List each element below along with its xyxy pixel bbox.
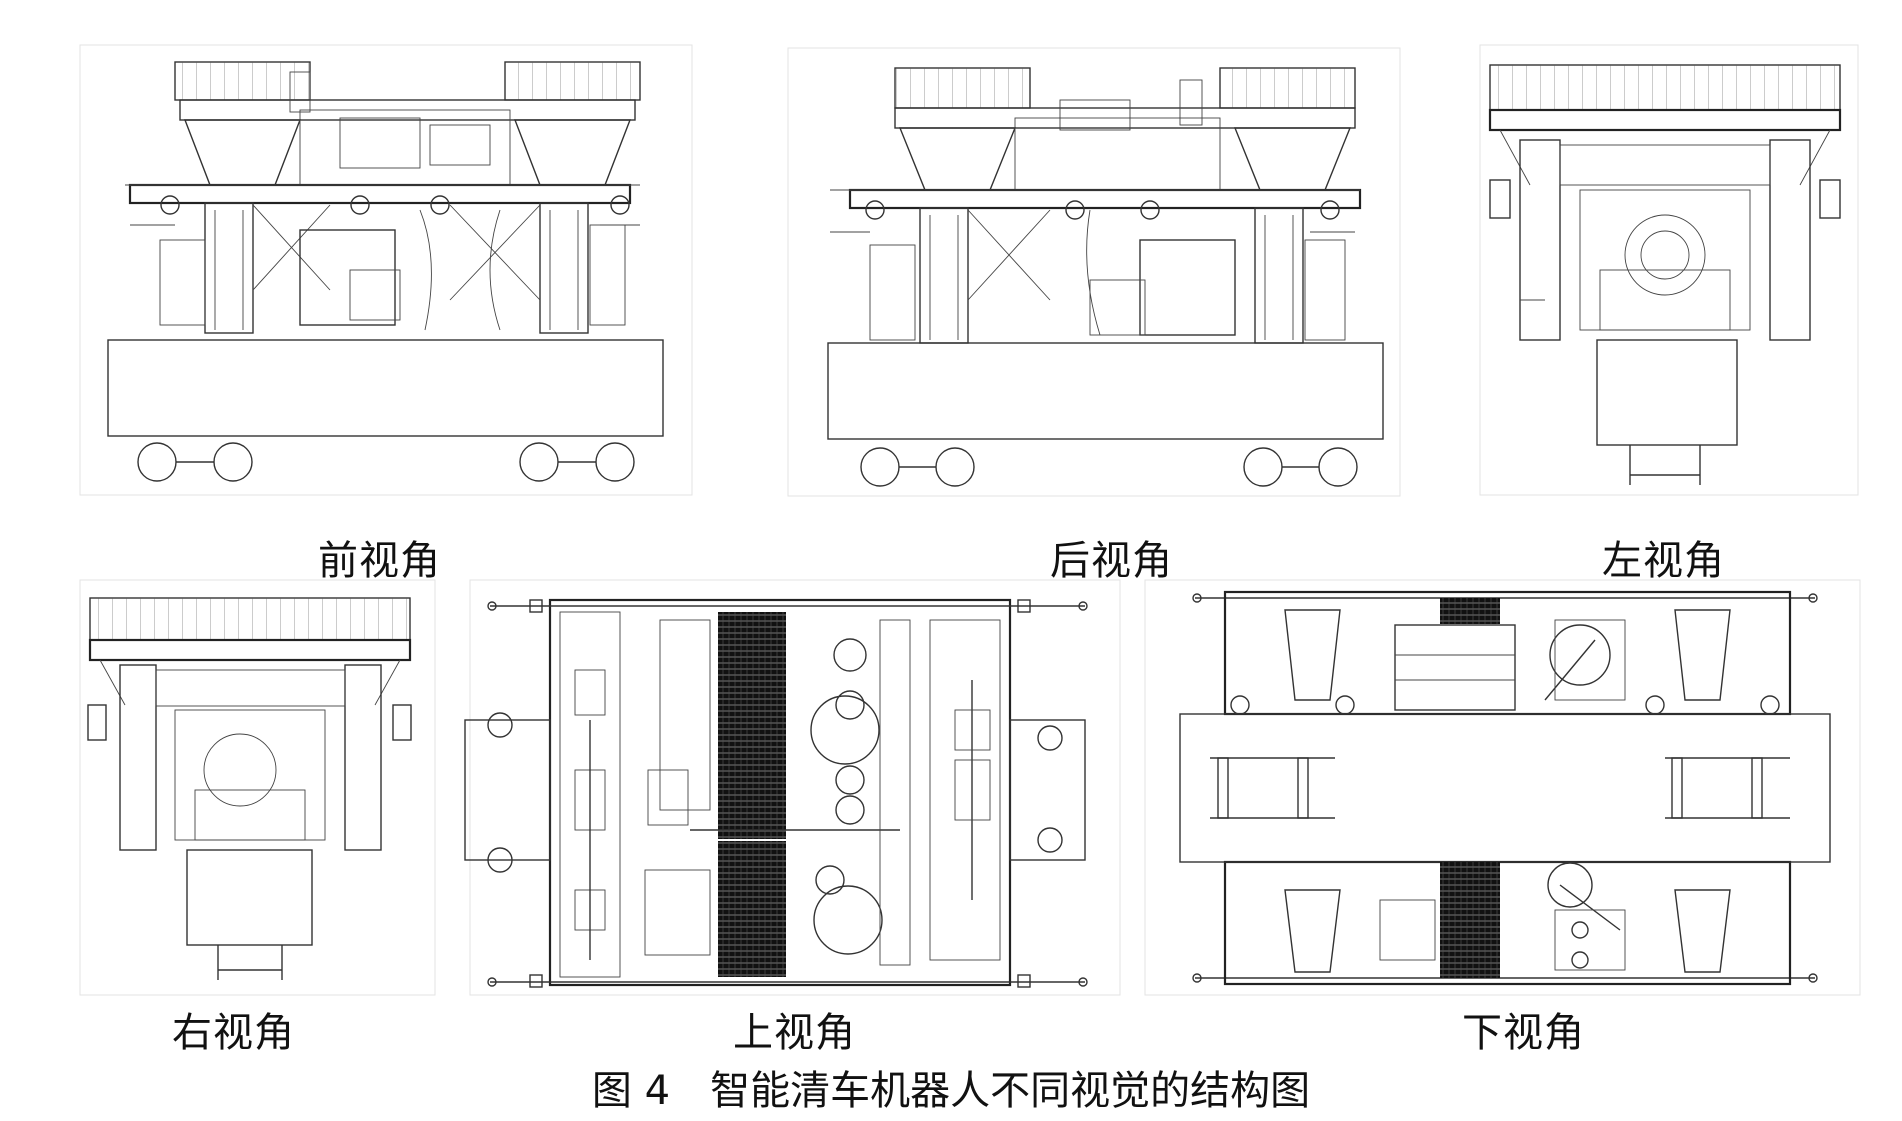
view-label-top: 上视角 xyxy=(733,1010,856,1056)
figure-caption: 图 4 智能清车机器人不同视觉的结构图 xyxy=(591,1068,1311,1114)
bottom-view-drawing xyxy=(1144,579,1861,996)
view-label-front: 前视角 xyxy=(318,538,441,584)
view-label-left: 左视角 xyxy=(1602,538,1725,584)
view-label-rear: 后视角 xyxy=(1050,538,1173,584)
top-view-drawing xyxy=(464,579,1121,996)
left-view-drawing xyxy=(1479,44,1859,496)
view-label-bottom: 下视角 xyxy=(1462,1010,1585,1056)
right-view-drawing xyxy=(79,579,436,996)
front-view-drawing xyxy=(79,44,693,496)
view-label-right: 右视角 xyxy=(172,1010,295,1056)
rear-view-drawing xyxy=(787,47,1401,497)
